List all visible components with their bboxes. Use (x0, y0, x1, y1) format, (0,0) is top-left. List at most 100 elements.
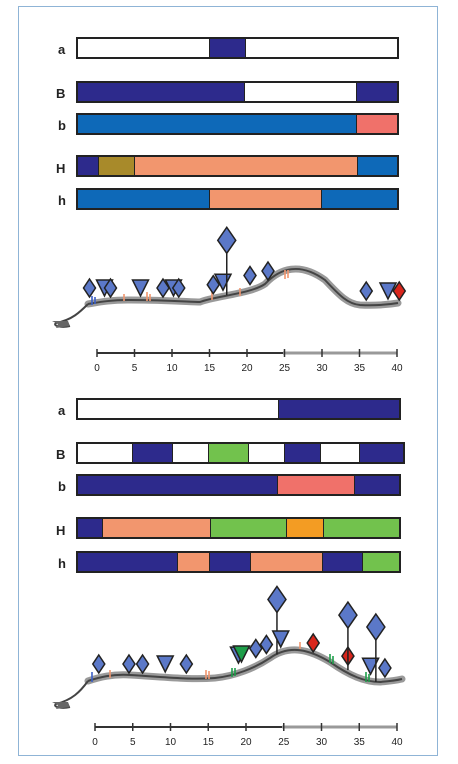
segment-bar-a (76, 37, 399, 59)
segment-h-3 (320, 190, 397, 208)
segment-H-1 (78, 519, 102, 537)
segment-H-2 (101, 519, 210, 537)
segment-B-3 (172, 444, 208, 462)
segment-b-1 (78, 476, 278, 494)
diamond-marker-17 (378, 657, 392, 679)
marker-group-bottom (91, 585, 392, 682)
segment-bar-a-2 (76, 398, 401, 420)
segment-H-1 (78, 157, 98, 175)
segment-B-4 (207, 444, 248, 462)
axis-tick-label-top: 0 (94, 363, 100, 374)
triangle-marker-4 (156, 655, 175, 674)
segment-bar-h-2 (76, 551, 401, 573)
axis-tick-label-bottom: 15 (203, 737, 215, 748)
axis-tick-label-top: 25 (279, 363, 291, 374)
segment-B-1 (78, 444, 133, 462)
gene-ticks-bottom (91, 642, 370, 682)
segment-bar-h (76, 188, 399, 210)
diamond-marker-3 (135, 653, 150, 675)
triangle-marker-4 (131, 279, 150, 298)
diamond-marker-15 (392, 280, 407, 302)
chromosome-curve-bottom (52, 646, 406, 709)
segment-b-3 (354, 476, 399, 494)
axis-tick-label-bottom: 35 (354, 737, 366, 748)
diamond-marker-11 (243, 265, 257, 286)
row-label-b: b (58, 118, 66, 133)
segment-H-3 (209, 519, 287, 537)
segment-B-1 (78, 83, 245, 101)
segment-H-2 (97, 157, 135, 175)
diamond-marker-3 (103, 277, 118, 299)
segment-B-8 (359, 444, 403, 462)
axis-tick-label-bottom: 30 (316, 737, 328, 748)
row-label-b-2: b (58, 479, 66, 494)
segment-H-4 (356, 157, 397, 175)
segment-a-3 (245, 39, 397, 57)
segment-B-7 (319, 444, 360, 462)
segment-b-2 (356, 115, 397, 133)
row-label-a-2: a (58, 403, 66, 418)
row-label-h-2: h (58, 556, 66, 571)
triangle-marker-11 (271, 630, 290, 649)
segment-B-2 (244, 83, 357, 101)
row-label-H-2: H (56, 523, 66, 538)
diamond-marker-8 (248, 638, 263, 659)
diamond-marker-16 (365, 612, 386, 682)
segment-H-4 (286, 519, 323, 537)
segment-B-2 (132, 444, 173, 462)
segment-h-1 (78, 190, 209, 208)
axis-tick-label-bottom: 40 (391, 737, 403, 748)
axis-tick-label-bottom: 0 (92, 737, 98, 748)
segment-b-1 (78, 115, 357, 133)
segment-B-3 (356, 83, 397, 101)
diamond-marker-5 (179, 653, 194, 675)
triangle-marker-7 (232, 645, 251, 664)
segment-h-2 (208, 190, 321, 208)
segment-H-5 (322, 519, 399, 537)
axis-tick-label-top: 20 (241, 363, 253, 374)
triangle-marker-15 (361, 657, 380, 676)
segment-a-2 (208, 39, 246, 57)
chromosome-curve-top (52, 265, 402, 328)
axis-tick-label-top: 40 (391, 363, 403, 374)
figure-frame (18, 6, 438, 756)
segment-h-2 (176, 553, 210, 571)
diamond-marker-7 (171, 277, 186, 299)
segment-a-1 (78, 400, 278, 418)
triangle-marker-14 (378, 282, 398, 301)
diamond-marker-1 (91, 653, 106, 675)
row-label-B: B (56, 86, 66, 101)
axis-tick-label-bottom: 10 (165, 737, 177, 748)
diamond-marker-8 (206, 274, 221, 296)
segment-h-3 (209, 553, 250, 571)
segment-B-6 (283, 444, 320, 462)
diamond-marker-9 (259, 634, 274, 655)
marker-group-top (82, 225, 407, 302)
diamond-marker-1 (82, 277, 97, 299)
diamond-marker-12 (306, 632, 321, 654)
segment-bar-b-2 (76, 474, 401, 496)
segment-bar-B-2 (76, 442, 405, 464)
row-label-h: h (58, 193, 66, 208)
axis-tick-label-top: 10 (166, 363, 178, 374)
diamond-marker-5 (156, 277, 170, 299)
gene-ticks-top (91, 270, 289, 305)
diamond-marker-2 (122, 653, 136, 675)
segment-bar-b (76, 113, 399, 135)
segment-h-4 (249, 553, 322, 571)
segment-B-5 (247, 444, 284, 462)
row-label-H: H (56, 161, 66, 176)
segment-bar-H (76, 155, 399, 177)
segment-h-5 (321, 553, 363, 571)
segment-h-1 (78, 553, 177, 571)
segment-a-1 (78, 39, 209, 57)
segment-h-6 (362, 553, 399, 571)
axis-tick-label-top: 30 (316, 363, 328, 374)
segment-b-2 (277, 476, 355, 494)
axis-tick-label-top: 5 (132, 363, 138, 374)
diamond-marker-10 (216, 225, 237, 296)
axis-tick-label-top: 15 (204, 363, 216, 374)
